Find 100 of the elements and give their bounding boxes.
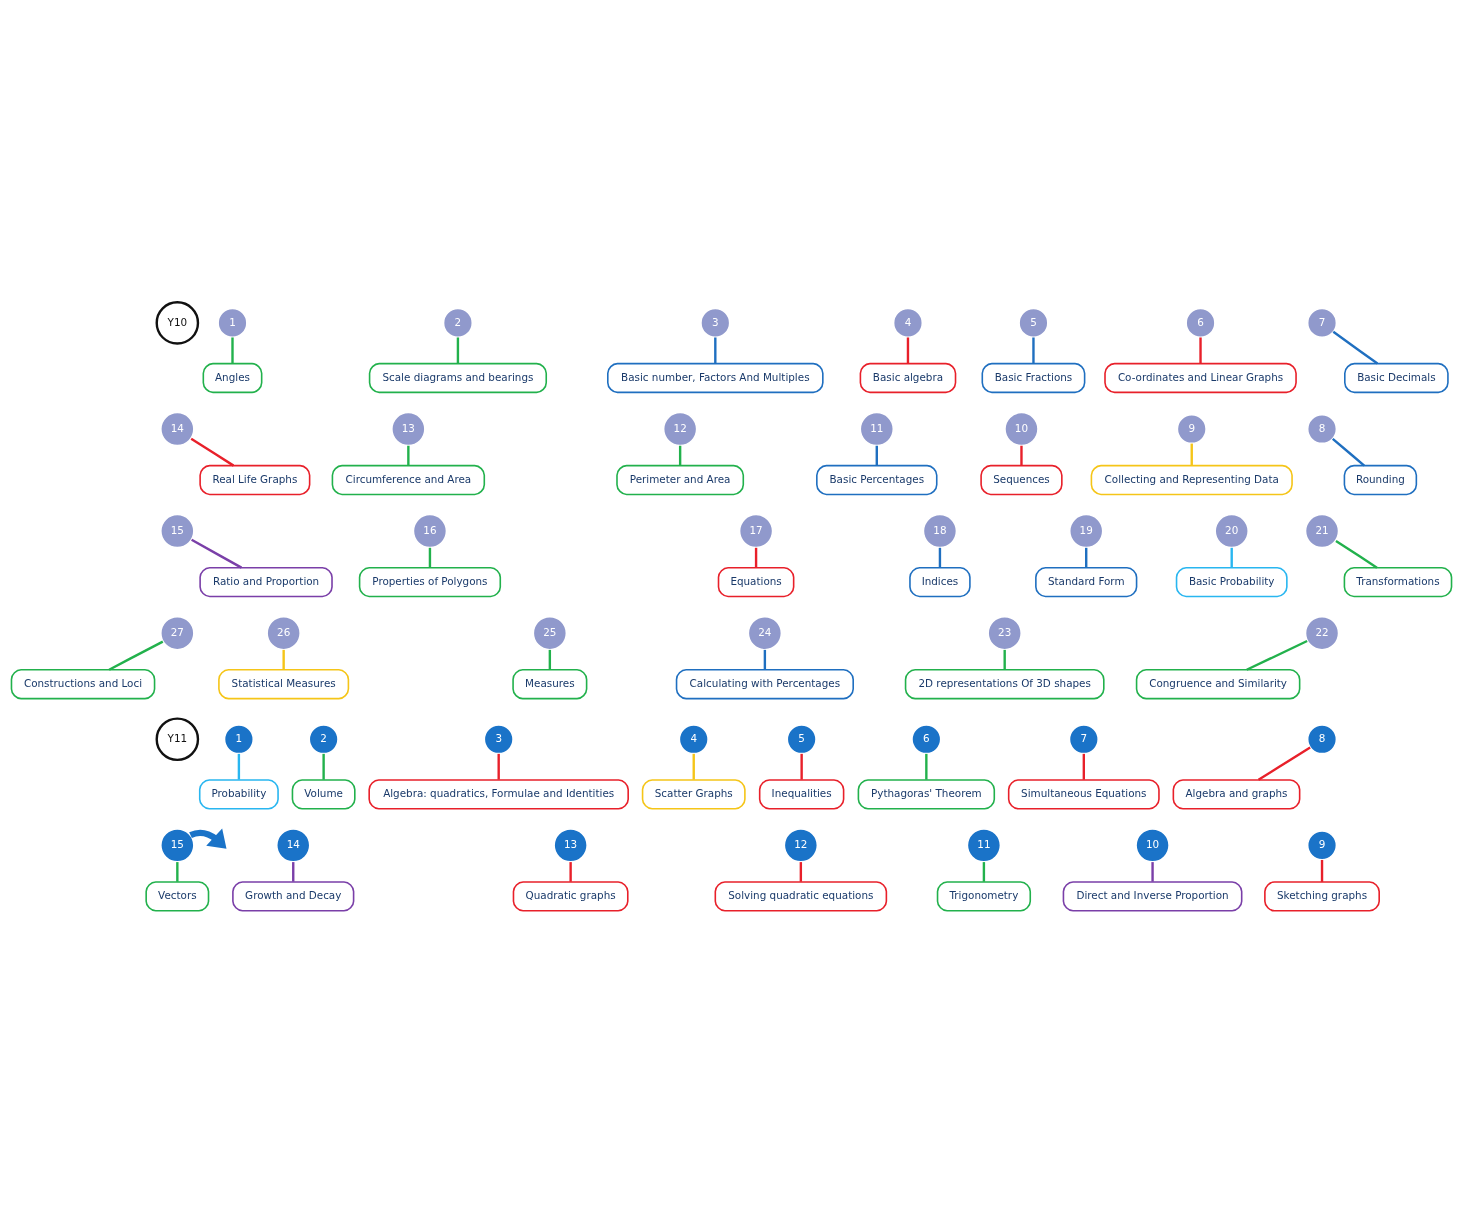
node-circle: 4 bbox=[678, 723, 709, 754]
node-circle: 14 bbox=[275, 827, 311, 863]
node-circle: 22 bbox=[1304, 615, 1340, 650]
node-box: Quadratic graphs bbox=[512, 880, 629, 912]
connector bbox=[428, 547, 432, 567]
node-circle: 4 bbox=[892, 307, 924, 338]
node-circle: 9 bbox=[1176, 413, 1207, 444]
node-circle: 13 bbox=[553, 827, 588, 863]
connector bbox=[1151, 861, 1154, 882]
node-box: Circumference and Area bbox=[331, 464, 486, 495]
connector bbox=[1320, 859, 1324, 882]
node-circle: 11 bbox=[966, 827, 1002, 863]
connector bbox=[1020, 445, 1023, 465]
node-circle: 10 bbox=[1004, 411, 1039, 446]
node-box: Basic Fractions bbox=[981, 362, 1086, 393]
node-circle: Y11 bbox=[155, 716, 200, 761]
node-circle: 25 bbox=[532, 615, 568, 650]
connector bbox=[322, 753, 325, 780]
node-box: Simultaneous Equations bbox=[1007, 778, 1160, 810]
node-box: Sequences bbox=[980, 464, 1063, 495]
node-box: Angles bbox=[202, 362, 263, 393]
node-circle: 20 bbox=[1214, 513, 1250, 548]
connector bbox=[1190, 443, 1193, 466]
connector bbox=[800, 753, 803, 780]
connector bbox=[548, 649, 552, 669]
node-circle: 3 bbox=[700, 307, 731, 338]
node-circle: 1 bbox=[217, 307, 248, 338]
connector bbox=[938, 547, 942, 567]
connector bbox=[1257, 746, 1311, 781]
node-circle: 15 bbox=[160, 513, 195, 548]
node-box: Real Life Graphs bbox=[199, 464, 311, 495]
connector bbox=[569, 861, 572, 882]
node-box: Algebra and graphs bbox=[1172, 778, 1301, 810]
connector bbox=[1335, 539, 1378, 569]
node-circle: 11 bbox=[859, 411, 895, 446]
node-circle: 3 bbox=[483, 723, 514, 754]
node-circle: 12 bbox=[662, 411, 698, 446]
node-box: 2D representations Of 3D shapes bbox=[904, 668, 1105, 699]
node-box: Calculating with Percentages bbox=[675, 668, 854, 699]
connector bbox=[108, 640, 164, 671]
node-circle: 8 bbox=[1306, 723, 1338, 754]
node-box: Vectors bbox=[145, 880, 210, 912]
node-box: Equations bbox=[717, 566, 795, 597]
node-box: Scatter Graphs bbox=[641, 778, 746, 810]
connector bbox=[456, 336, 460, 363]
node-circle: 12 bbox=[783, 827, 819, 863]
node-circle: 6 bbox=[1185, 307, 1216, 338]
node-circle: 26 bbox=[266, 615, 301, 650]
node-box: Basic algebra bbox=[859, 362, 957, 393]
connector bbox=[497, 753, 500, 780]
node-circle: 1 bbox=[223, 723, 255, 754]
node-box: Growth and Decay bbox=[232, 880, 355, 912]
node-box: Measures bbox=[512, 668, 588, 699]
connector bbox=[191, 538, 243, 569]
node-box: Properties of Polygons bbox=[358, 566, 502, 597]
connector bbox=[237, 753, 241, 780]
connector bbox=[754, 547, 758, 567]
node-box: Algebra: quadratics, Formulae and Identities bbox=[368, 778, 629, 810]
node-box: Scale diagrams and bearings bbox=[368, 362, 548, 393]
connector bbox=[925, 753, 928, 780]
connector bbox=[763, 649, 767, 669]
connector bbox=[906, 336, 910, 363]
connector bbox=[231, 336, 234, 363]
connector bbox=[292, 861, 295, 882]
connector bbox=[407, 445, 410, 465]
connector bbox=[282, 649, 285, 669]
node-circle: 21 bbox=[1304, 513, 1340, 548]
node-circle: 8 bbox=[1306, 413, 1338, 444]
node-circle: 24 bbox=[747, 615, 783, 650]
node-box: Basic Percentages bbox=[816, 464, 938, 495]
node-circle: Y10 bbox=[155, 300, 200, 345]
node-box: Standard Form bbox=[1035, 566, 1138, 597]
node-circle: 17 bbox=[738, 513, 774, 548]
node-circle: 27 bbox=[160, 615, 195, 650]
node-box: Inequalities bbox=[758, 778, 845, 810]
connector bbox=[714, 336, 717, 363]
node-box: Sketching graphs bbox=[1264, 880, 1380, 912]
connector bbox=[1003, 649, 1006, 669]
connector bbox=[176, 861, 179, 882]
connector bbox=[1332, 330, 1379, 365]
node-circle: 14 bbox=[160, 411, 195, 446]
connector bbox=[692, 753, 695, 780]
node-circle: 7 bbox=[1068, 723, 1099, 754]
node-box: Basic Probability bbox=[1175, 566, 1288, 597]
node-box: Trigonometry bbox=[936, 880, 1032, 912]
node-circle: 7 bbox=[1306, 307, 1338, 338]
node-box: Volume bbox=[291, 778, 356, 810]
connector bbox=[1082, 753, 1085, 780]
connector bbox=[875, 445, 878, 465]
node-circle: 5 bbox=[1018, 307, 1049, 338]
node-box: Basic Decimals bbox=[1344, 362, 1449, 393]
node-box: Ratio and Proportion bbox=[199, 566, 333, 597]
connector bbox=[190, 437, 235, 467]
node-circle: 2 bbox=[308, 723, 339, 754]
connector bbox=[1246, 639, 1308, 671]
node-circle: 13 bbox=[391, 411, 426, 446]
node-circle: 16 bbox=[412, 513, 448, 548]
node-circle: 5 bbox=[786, 723, 817, 754]
node-box: Perimeter and Area bbox=[616, 464, 745, 495]
node-box: Direct and Inverse Proportion bbox=[1062, 880, 1243, 912]
